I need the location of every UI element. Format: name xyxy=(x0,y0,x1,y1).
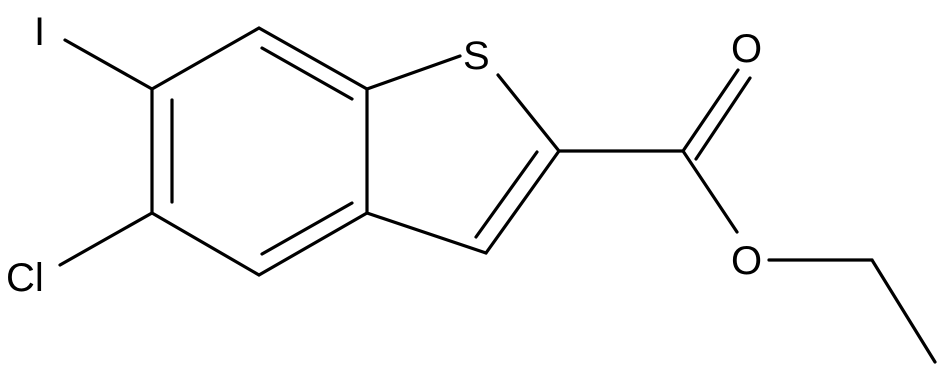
bond-c7a-c7 xyxy=(257,26,369,91)
bond-c5-c4 xyxy=(150,211,261,277)
bond-c3-c3a xyxy=(365,211,488,255)
bond-c7a-s xyxy=(365,54,462,91)
bond-c6-iodine xyxy=(63,38,154,91)
bond-s-c2 xyxy=(496,73,561,153)
atom-label-chlorine: Cl xyxy=(6,256,44,300)
bond-carbonyl-double-outer xyxy=(681,68,740,153)
bond-c4-c3a-inner xyxy=(260,201,354,256)
bond-c2-c3 xyxy=(484,149,561,255)
atom-label-sulfur: S xyxy=(463,34,490,78)
atom-label-ester-oxygen: O xyxy=(731,239,762,283)
substituent-bonds xyxy=(58,38,937,364)
atom-label-iodine: I xyxy=(34,10,45,54)
bond-ch2-ch3 xyxy=(870,258,937,364)
bond-c4-c3a xyxy=(257,211,369,277)
bond-carbonyl-ester-oxygen xyxy=(681,149,739,234)
bond-carbonyl-double-inner xyxy=(694,76,752,161)
bond-c7-c7a-inner xyxy=(260,46,354,101)
atom-label-carbonyl-oxygen: O xyxy=(731,27,762,71)
benzene-ring xyxy=(150,26,369,277)
bond-c5-chlorine xyxy=(58,211,154,267)
thiophene-ring xyxy=(365,54,561,255)
bond-c2-c3-inner xyxy=(474,150,539,239)
bond-c7-c6 xyxy=(150,26,261,91)
